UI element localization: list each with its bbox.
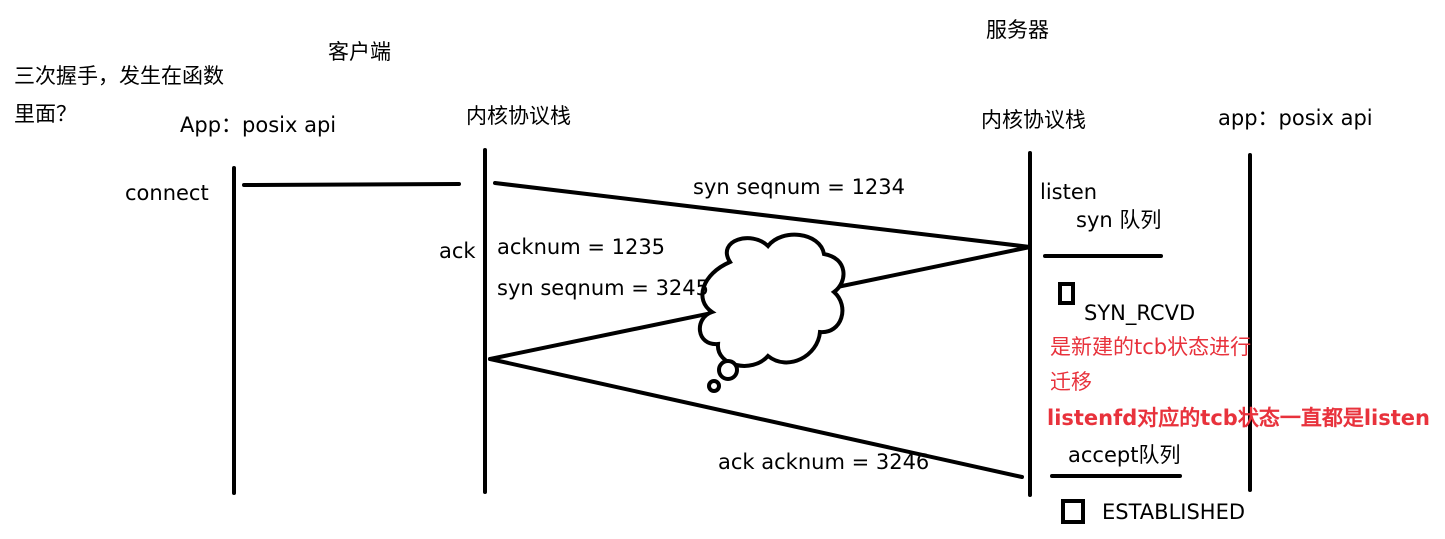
server-app-label: app：posix api <box>1218 106 1373 130</box>
syn-rcvd-state-label: SYN_RCVD <box>1084 301 1196 325</box>
question-line-2: 里面？ <box>14 102 77 126</box>
client-stack-label: 内核协议栈 <box>466 104 571 128</box>
client-app-label: App：posix api <box>180 113 337 137</box>
server-header: 服务器 <box>986 18 1049 42</box>
listen-label: listen <box>1040 180 1098 204</box>
established-state-label: ESTABLISHED <box>1102 500 1246 524</box>
listenfd-note: listenfd对应的tcb状态一直都是listen <box>1047 406 1430 430</box>
final-ack-message-line <box>488 357 1024 479</box>
tcb-transition-note-line-1: 是新建的tcb状态进行 <box>1050 335 1252 359</box>
syn-message-line <box>493 181 1032 249</box>
accept-queue-label: accept队列 <box>1068 443 1181 467</box>
synack-ack-label: acknum = 1235 <box>497 235 666 259</box>
connect-arrow <box>242 182 461 187</box>
question-line-1: 三次握手，发生在函数 <box>14 64 224 88</box>
thought-cloud-icon <box>697 232 846 393</box>
ack-label: ack <box>439 239 476 263</box>
tcb-transition-note-line-2: 迁移 <box>1050 370 1092 394</box>
synack-syn-label: syn seqnum = 3245 <box>497 276 710 300</box>
connect-label: connect <box>125 181 209 205</box>
syn-rcvd-checkbox-icon <box>1058 282 1075 305</box>
syn-queue-label: syn 队列 <box>1076 208 1162 232</box>
client-header: 客户端 <box>328 40 391 64</box>
established-checkbox-icon <box>1061 499 1085 524</box>
syn-message-label: syn seqnum = 1234 <box>693 175 906 199</box>
server-stack-label: 内核协议栈 <box>981 108 1086 132</box>
final-ack-label: ack acknum = 3246 <box>718 450 930 474</box>
